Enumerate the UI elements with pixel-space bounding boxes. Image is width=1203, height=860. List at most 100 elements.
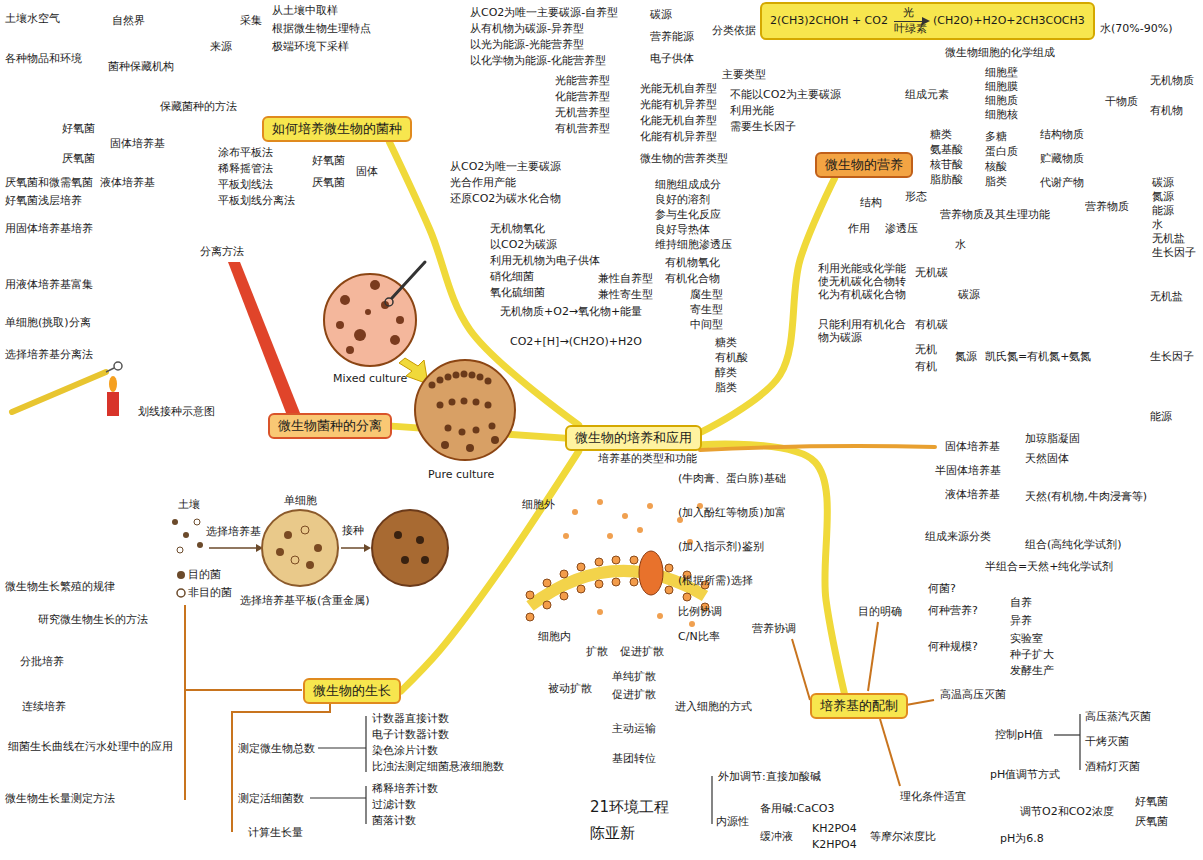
note-label: 光能无机自养型 (640, 82, 717, 95)
note-label: 氮源 (955, 350, 977, 363)
note-label: 从土壤中取样 (272, 4, 338, 17)
node-text: 微生物的生长 (313, 683, 391, 699)
lipid-head (543, 579, 551, 587)
note-label: 液体培养基 (100, 176, 155, 189)
note-label: 利用光能或化学能使无机碳化合物转化为有机碳化合物 (818, 262, 908, 302)
note-label: 碳源 (650, 8, 672, 21)
note-label: 利用光能 (730, 104, 774, 117)
node-text: 微生物菌种的分离 (278, 418, 382, 434)
note-label: pH值调节方式 (990, 768, 1060, 781)
note-label: 比例协调 (678, 605, 722, 618)
lipid-head (665, 564, 673, 572)
note-label: 化能营养型 (555, 90, 610, 103)
note-label: 营养能源 (650, 30, 694, 43)
note-label: 自然界 (112, 14, 145, 27)
note-label: 用固体培养基培养 (5, 222, 93, 235)
note-label: 有机化合物 (665, 272, 720, 285)
note-label: 各种物品和环境 (5, 52, 82, 65)
lipid-head (577, 563, 585, 571)
bracket-line (365, 786, 366, 824)
note-label: 划线接种示意图 (138, 405, 215, 418)
colony (340, 295, 350, 305)
lipid-head (577, 585, 585, 593)
note-label: 寄生型 (690, 303, 723, 316)
note-label: 何菌? (928, 582, 956, 595)
note-label: 高压蒸汽灭菌 (1085, 710, 1151, 723)
note-label: 能源 (1152, 204, 1174, 217)
node-text: 微生物的营养 (825, 157, 903, 173)
colony (445, 425, 452, 432)
note-label: 脂类 (715, 381, 737, 394)
loop-wire (106, 368, 114, 372)
process-arrow (341, 547, 364, 549)
lipid-head (560, 592, 568, 600)
note-label: C/N比率 (678, 630, 720, 643)
note-label: 贮藏物质 (1040, 152, 1084, 165)
note-label: 菌落计数 (372, 814, 416, 827)
note-label: (加入酚红等物质)加富 (678, 506, 786, 519)
note-label: 计数器直接计数 (372, 712, 449, 725)
selective-plate (262, 510, 338, 586)
note-label: 化能有机异养型 (640, 130, 717, 143)
colony (461, 398, 468, 405)
solute-molecule (657, 613, 663, 619)
branch-connector (401, 451, 579, 691)
note-label: 有机物 (1150, 104, 1183, 117)
note-label: 兼性自养型 (598, 272, 653, 285)
node-text: 如何培养微生物的菌种 (272, 121, 402, 137)
note-label: 细胞质 (985, 94, 1018, 107)
center-topic: 微生物的培养和应用 (565, 425, 702, 451)
note-label: 自养 (1010, 596, 1032, 609)
note-label: 脂类 (985, 175, 1007, 188)
note-label: 细胞壁 (985, 66, 1018, 79)
colony (365, 309, 371, 315)
node-text: 光 (894, 6, 927, 22)
note-label: (加入指示剂)鉴别 (678, 540, 764, 553)
node-text: 叶绿素 (894, 22, 927, 36)
colony (276, 548, 284, 556)
colony (291, 556, 299, 564)
note-label: 糖类 (930, 128, 952, 141)
note-label: 等摩尔浓度比 (870, 830, 936, 843)
note-label: 营养物质及其生理功能 (940, 208, 1050, 221)
note-label: 兼性寄生型 (598, 288, 653, 301)
colony (437, 377, 444, 384)
bracket-line (365, 716, 366, 772)
note-label: 稀释培养计数 (372, 782, 438, 795)
note-label: 实验室 (1010, 632, 1043, 645)
formula-box: 2(CH3)2CHOH + CO2光叶绿素(CH2O)+H2O+2CH3COCH… (760, 2, 1095, 40)
bracket-line (711, 776, 712, 824)
note-label: 测定微生物总数 (238, 742, 315, 755)
note-label: 不能以CO2为主要碳源 (730, 88, 841, 101)
note-label: 主要类型 (722, 68, 766, 81)
colony (485, 378, 492, 385)
note-label: 细胞核 (985, 108, 1018, 121)
note-label: 平板划线法 (218, 178, 273, 191)
note-label: 只能利用有机化合物为碳源 (818, 318, 910, 344)
solute-molecule (597, 609, 603, 615)
note-label: 基团转位 (612, 752, 656, 765)
branch-box: 微生物的生长 (303, 678, 401, 704)
branch-line (868, 622, 878, 691)
lipid-head (526, 613, 534, 621)
note-label: 加琼脂凝固 (1025, 432, 1080, 445)
colony (390, 335, 400, 345)
bracket-line (310, 797, 366, 798)
note-label: 从CO2为唯一主要碳源 (450, 160, 561, 173)
legend-entry: 目的菌 (174, 568, 221, 581)
note-label: 细胞组成成分 (655, 178, 721, 191)
colony (491, 436, 499, 444)
note-label: 化能无机自养型 (640, 114, 717, 127)
branch-connector (392, 426, 565, 438)
note-label: 核酸 (985, 160, 1007, 173)
note-label: 组合(高纯化学试剂) (1025, 538, 1122, 551)
note-label: 外加调节:直接加酸碱 (718, 770, 821, 783)
note-label: 需要生长因子 (730, 120, 796, 133)
legend-entry: 非目的菌 (174, 586, 232, 599)
note-label: 微生物生长繁殖的规律 (5, 580, 115, 593)
colony (336, 321, 344, 329)
lipid-head (683, 593, 691, 601)
note-label: 营养物质 (1085, 200, 1129, 213)
note-label: 何种规模? (928, 640, 978, 653)
flame (109, 376, 117, 392)
